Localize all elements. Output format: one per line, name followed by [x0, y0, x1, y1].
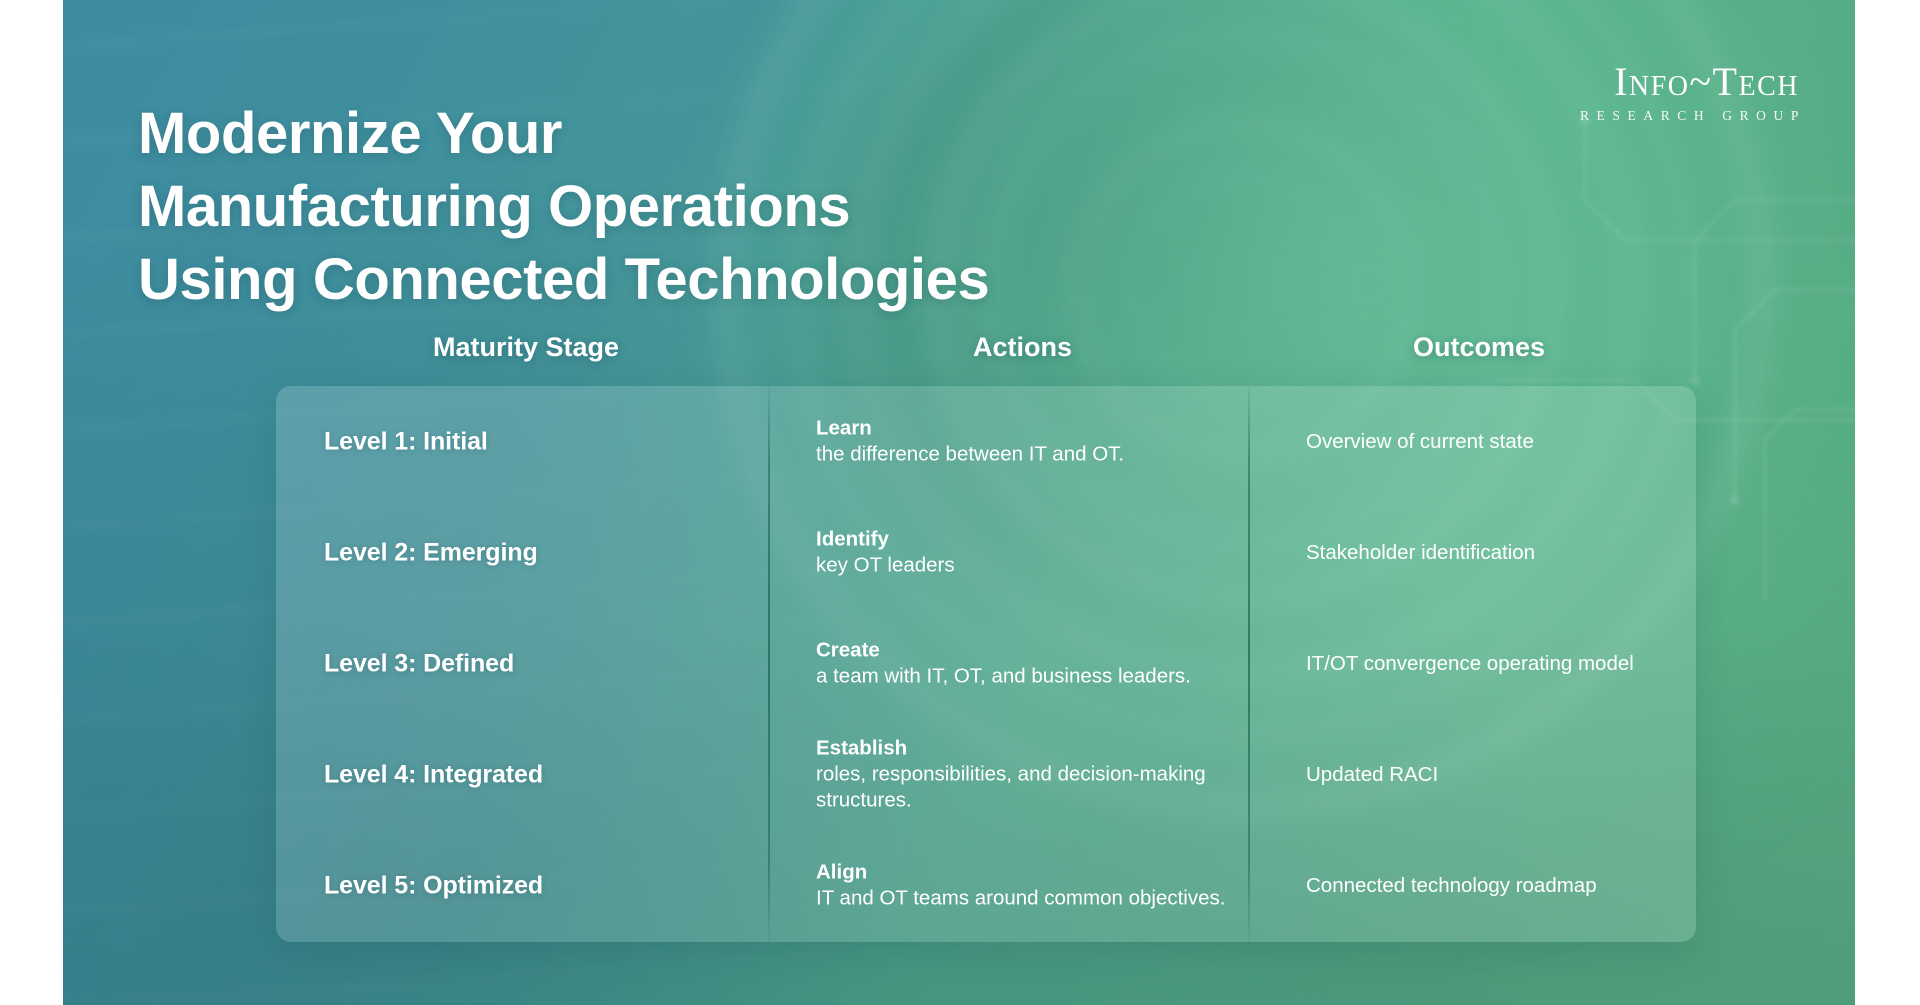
table-row: Level 1: Initial Learn the difference be… [276, 386, 1696, 497]
cell-action: Learn the difference between IT and OT. [816, 415, 1236, 468]
cell-outcome: Overview of current state [1306, 429, 1534, 453]
table-column-headers: Maturity Stage Actions Outcomes [273, 332, 1693, 376]
background-streaks [63, 0, 1855, 1005]
action-description: IT and OT teams around common objectives… [816, 886, 1226, 910]
action-verb: Establish [816, 735, 908, 759]
slide: Modernize Your Manufacturing Operations … [63, 0, 1855, 1005]
cell-maturity-stage: Level 2: Emerging [324, 538, 538, 566]
table-row: Level 5: Optimized Align IT and OT teams… [276, 830, 1696, 941]
action-verb: Align [816, 860, 868, 884]
page-title: Modernize Your Manufacturing Operations … [138, 97, 1338, 316]
table-body: Level 1: Initial Learn the difference be… [276, 386, 1696, 942]
maturity-table-card: Level 1: Initial Learn the difference be… [276, 386, 1696, 942]
cell-maturity-stage: Level 1: Initial [324, 427, 488, 455]
action-description: roles, responsibilities, and decision-ma… [816, 762, 1206, 812]
column-divider-2 [1248, 386, 1250, 942]
cell-maturity-stage: Level 4: Integrated [324, 760, 543, 788]
action-description: the difference between IT and OT. [816, 442, 1125, 466]
column-header-actions: Actions [973, 332, 1073, 362]
column-header-outcomes: Outcomes [1413, 332, 1546, 362]
info-tech-logo: Info~Tech RESEARCH GROUP [1580, 62, 1799, 124]
cell-action: Establish roles, responsibilities, and d… [816, 735, 1236, 814]
background-concentric-rings [654, 0, 1834, 879]
title-line-2: Manufacturing Operations [138, 173, 851, 239]
cell-maturity-stage: Level 3: Defined [324, 649, 515, 677]
table-row: Level 4: Integrated Establish roles, res… [276, 719, 1696, 830]
background-vignette [63, 0, 1855, 1005]
table-row: Level 2: Emerging Identify key OT leader… [276, 497, 1696, 608]
table-row: Level 3: Defined Create a team with IT, … [276, 608, 1696, 719]
column-header-maturity-stage: Maturity Stage [433, 332, 620, 362]
cell-action: Identify key OT leaders [816, 526, 1236, 579]
cell-outcome: IT/OT convergence operating model [1306, 651, 1634, 675]
action-verb: Identify [816, 527, 889, 551]
action-verb: Create [816, 638, 880, 662]
cell-action: Create a team with IT, OT, and business … [816, 637, 1236, 690]
cell-outcome: Updated RACI [1306, 762, 1439, 786]
title-line-1: Modernize Your [138, 100, 563, 166]
action-description: key OT leaders [816, 553, 955, 577]
column-divider-1 [768, 386, 770, 942]
cell-action: Align IT and OT teams around common obje… [816, 859, 1236, 912]
action-verb: Learn [816, 416, 872, 440]
cell-outcome: Stakeholder identification [1306, 540, 1536, 564]
action-description: a team with IT, OT, and business leaders… [816, 664, 1191, 688]
title-line-3: Using Connected Technologies [138, 247, 990, 313]
logo-wordmark: Info~Tech [1614, 59, 1799, 104]
cell-outcome: Connected technology roadmap [1306, 873, 1597, 897]
cell-maturity-stage: Level 5: Optimized [324, 871, 544, 899]
logo-tagline: RESEARCH GROUP [1579, 108, 1806, 123]
background-circuit-lines [1495, 115, 1855, 601]
